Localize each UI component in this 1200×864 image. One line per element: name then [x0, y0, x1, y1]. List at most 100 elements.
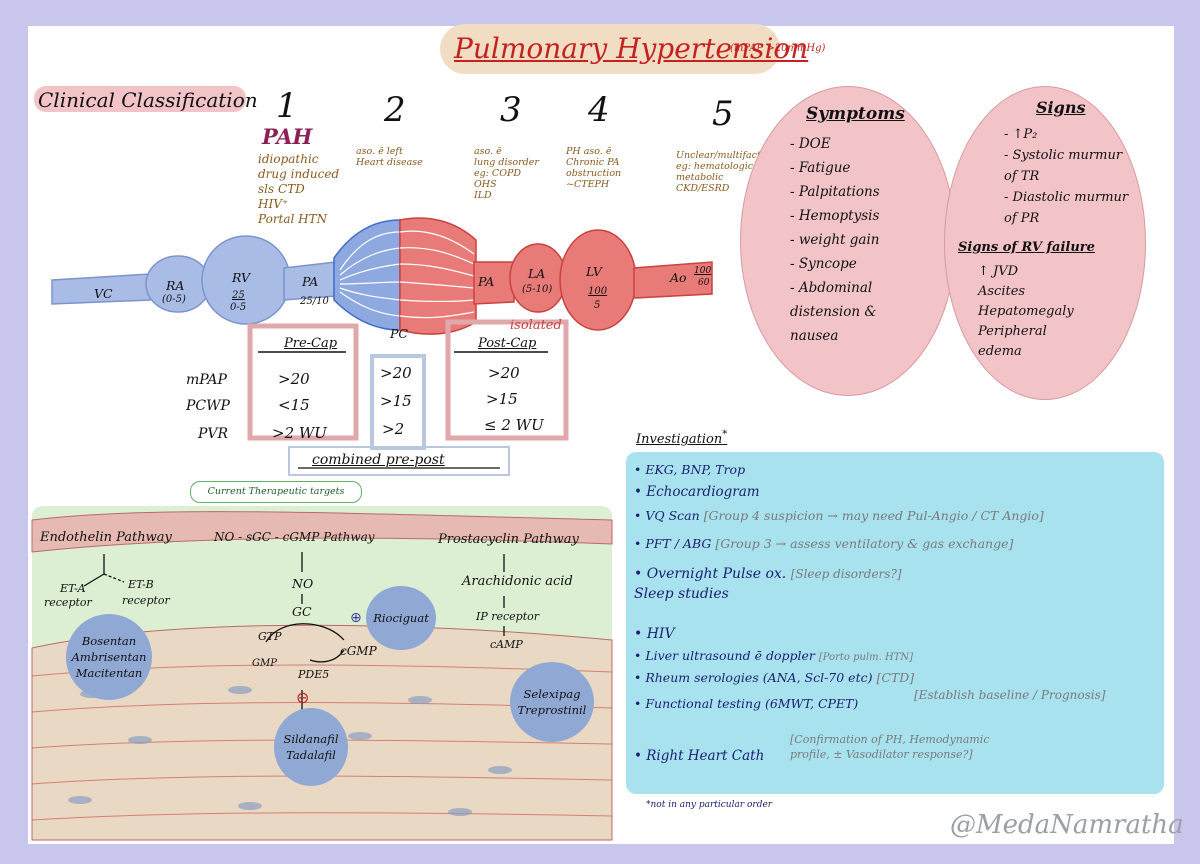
star-icon: *: [722, 429, 728, 440]
inv-item-10: • Functional testing (6MWT, CPET): [634, 696, 859, 711]
endothelin-pathway-label: Endothelin Pathway: [40, 530, 172, 545]
ra-label: RA: [166, 278, 185, 293]
symptoms-title: Symptoms: [806, 104, 905, 124]
ao-systolic: 100: [694, 266, 712, 276]
group-4-number: 4: [588, 90, 610, 130]
vc-label: VC: [94, 286, 113, 301]
precap-header: Pre-Cap: [284, 336, 338, 351]
precap-pvr: >2 WU: [272, 424, 327, 442]
inv-item-11-note: [Confirmation of PH, Hemodynamic profile…: [790, 733, 990, 761]
precap-mpap: >20: [278, 370, 310, 388]
group-2-number: 2: [384, 90, 406, 130]
therapeutic-targets-label: Current Therapeutic targets: [190, 481, 362, 503]
group-1-number: 1: [276, 86, 298, 126]
classification-highlight: [34, 86, 246, 112]
inv-item-1: • EKG, BNP, Trop: [634, 462, 746, 477]
pcwp-label: PCWP: [186, 398, 230, 414]
page-title: Pulmonary Hypertension: [454, 32, 809, 65]
ra-pressure: (0-5): [162, 294, 186, 305]
pah-label: PAH: [262, 124, 313, 149]
prostacyclin-drugs: Selexipag Treprostinil: [510, 662, 594, 742]
title-subtitle: (mPAP >20mmHg): [730, 43, 826, 54]
riociguat-drug: Riociguat: [366, 586, 436, 650]
isolated-label: isolated: [510, 318, 562, 333]
inv-item-6: Sleep studies: [634, 586, 729, 602]
no-pathway-label: NO - sGC - cGMP Pathway: [214, 530, 375, 544]
combined-label: combined pre-post: [312, 452, 445, 468]
precap-pcwp: <15: [278, 396, 310, 414]
lv-label: LV: [586, 264, 602, 279]
pc-label: PC: [390, 326, 408, 341]
postcap-mpap: >20: [488, 364, 520, 382]
rv-systolic: 25: [232, 290, 245, 301]
minus-icon: ⊖: [296, 688, 310, 707]
postcap-header: Post-Cap: [478, 336, 537, 351]
clinical-classification-label: Clinical Classification: [38, 88, 258, 112]
investigation-panel: [626, 452, 1164, 794]
group-5-number: 5: [712, 94, 734, 134]
symptoms-list: - DOE - Fatigue - Palpitations - Hemopty…: [790, 136, 880, 344]
ao-diastolic: 60: [698, 278, 710, 288]
etb-label: ET-B: [128, 578, 154, 591]
postcap-pvr: ≤ 2 WU: [484, 416, 544, 434]
group-5-note: Unclear/multifactorial eg: hematological…: [676, 150, 783, 194]
rv-failure-list: ↑ JVD Ascites Hepatomegaly Peripheral ed…: [978, 264, 1074, 359]
rv-failure-title: Signs of RV failure: [958, 240, 1095, 255]
combined-mpap: >20: [380, 364, 412, 382]
inv-item-9: • Rheum serologies (ANA, Scl-70 etc) [CT…: [634, 670, 915, 685]
ao-label: Ao: [670, 270, 687, 285]
signs-oval: [944, 86, 1146, 400]
arachidonic-acid-label: Arachidonic acid: [462, 574, 573, 589]
combined-pcwp: >15: [380, 392, 412, 410]
pa-label: PA: [302, 274, 319, 289]
lv-diastolic: 5: [594, 300, 601, 311]
inv-item-4: • PFT / ABG [Group 3 → assess ventilator…: [634, 536, 1014, 551]
camp-label: cAMP: [490, 638, 523, 651]
plus-icon: ⊕: [350, 610, 362, 626]
postcap-pcwp: >15: [486, 390, 518, 408]
gmp-label: GMP: [252, 658, 277, 669]
group-2-note: aso. ē left Heart disease: [356, 146, 423, 168]
investigation-footnote: *not in any particular order: [646, 800, 773, 810]
inv-item-2: • Echocardiogram: [634, 484, 760, 500]
eta-label: ET-A: [60, 582, 86, 595]
investigation-title: Investigation*: [636, 429, 728, 447]
inv-item-10-note: [Establish baseline / Prognosis]: [914, 688, 1106, 702]
etb-receptor-label: receptor: [122, 594, 170, 607]
mpap-label: mPAP: [186, 372, 227, 388]
ip-receptor-label: IP receptor: [476, 610, 540, 623]
pde5-label: PDE5: [298, 668, 330, 681]
group-3-number: 3: [500, 90, 522, 130]
inv-item-3: • VQ Scan [Group 4 suspicion → may need …: [634, 508, 1044, 523]
rv-diastolic: 0-5: [230, 302, 247, 313]
gtp-label: GTP: [258, 630, 282, 643]
inv-item-7: • HIV: [634, 626, 675, 642]
title-highlight: [440, 24, 780, 74]
era-drugs: Bosentan Ambrisentan Macitentan: [66, 614, 152, 700]
la-label: LA: [528, 266, 546, 281]
prostacyclin-pathway-label: Prostacyclin Pathway: [438, 532, 579, 547]
inv-item-11: • Right Heart Cath: [634, 748, 765, 764]
rv-label: RV: [232, 270, 250, 285]
no-label: NO: [292, 576, 314, 591]
eta-receptor-label: receptor: [44, 596, 92, 609]
pulmonary-vein-label: PA: [478, 274, 495, 289]
combined-pvr: >2: [382, 420, 405, 438]
signs-list: - ↑P₂ - Systolic murmur of TR - Diastoli…: [1004, 127, 1129, 226]
lv-systolic: 100: [588, 286, 608, 297]
pah-causes: idiopathic drug induced sls CTD HIV⁺ Por…: [258, 152, 340, 226]
group-4-note: PH aso. ē Chronic PA obstruction ~CTEPH: [566, 146, 622, 190]
combined-box: [288, 446, 510, 476]
signs-title: Signs: [1036, 98, 1086, 117]
gc-label: GC: [292, 604, 312, 619]
pvr-label: PVR: [198, 426, 229, 442]
symptoms-oval: [740, 86, 956, 396]
la-pressure: (5-10): [522, 284, 553, 295]
cgmp-label: cGMP: [340, 644, 377, 658]
watermark: @MedaNamratha: [950, 810, 1184, 840]
inv-item-8: • Liver ultrasound ē doppler [Porto pulm…: [634, 648, 913, 663]
pde5-inhibitor-drugs: Sildanafil Tadalafil: [274, 708, 348, 786]
inv-item-5: • Overnight Pulse ox. [Sleep disorders?]: [634, 566, 902, 582]
group-3-note: aso. ē lung disorder eg: COPD OHS ILD: [474, 146, 539, 201]
pa-pressure: 25/10: [300, 296, 329, 307]
